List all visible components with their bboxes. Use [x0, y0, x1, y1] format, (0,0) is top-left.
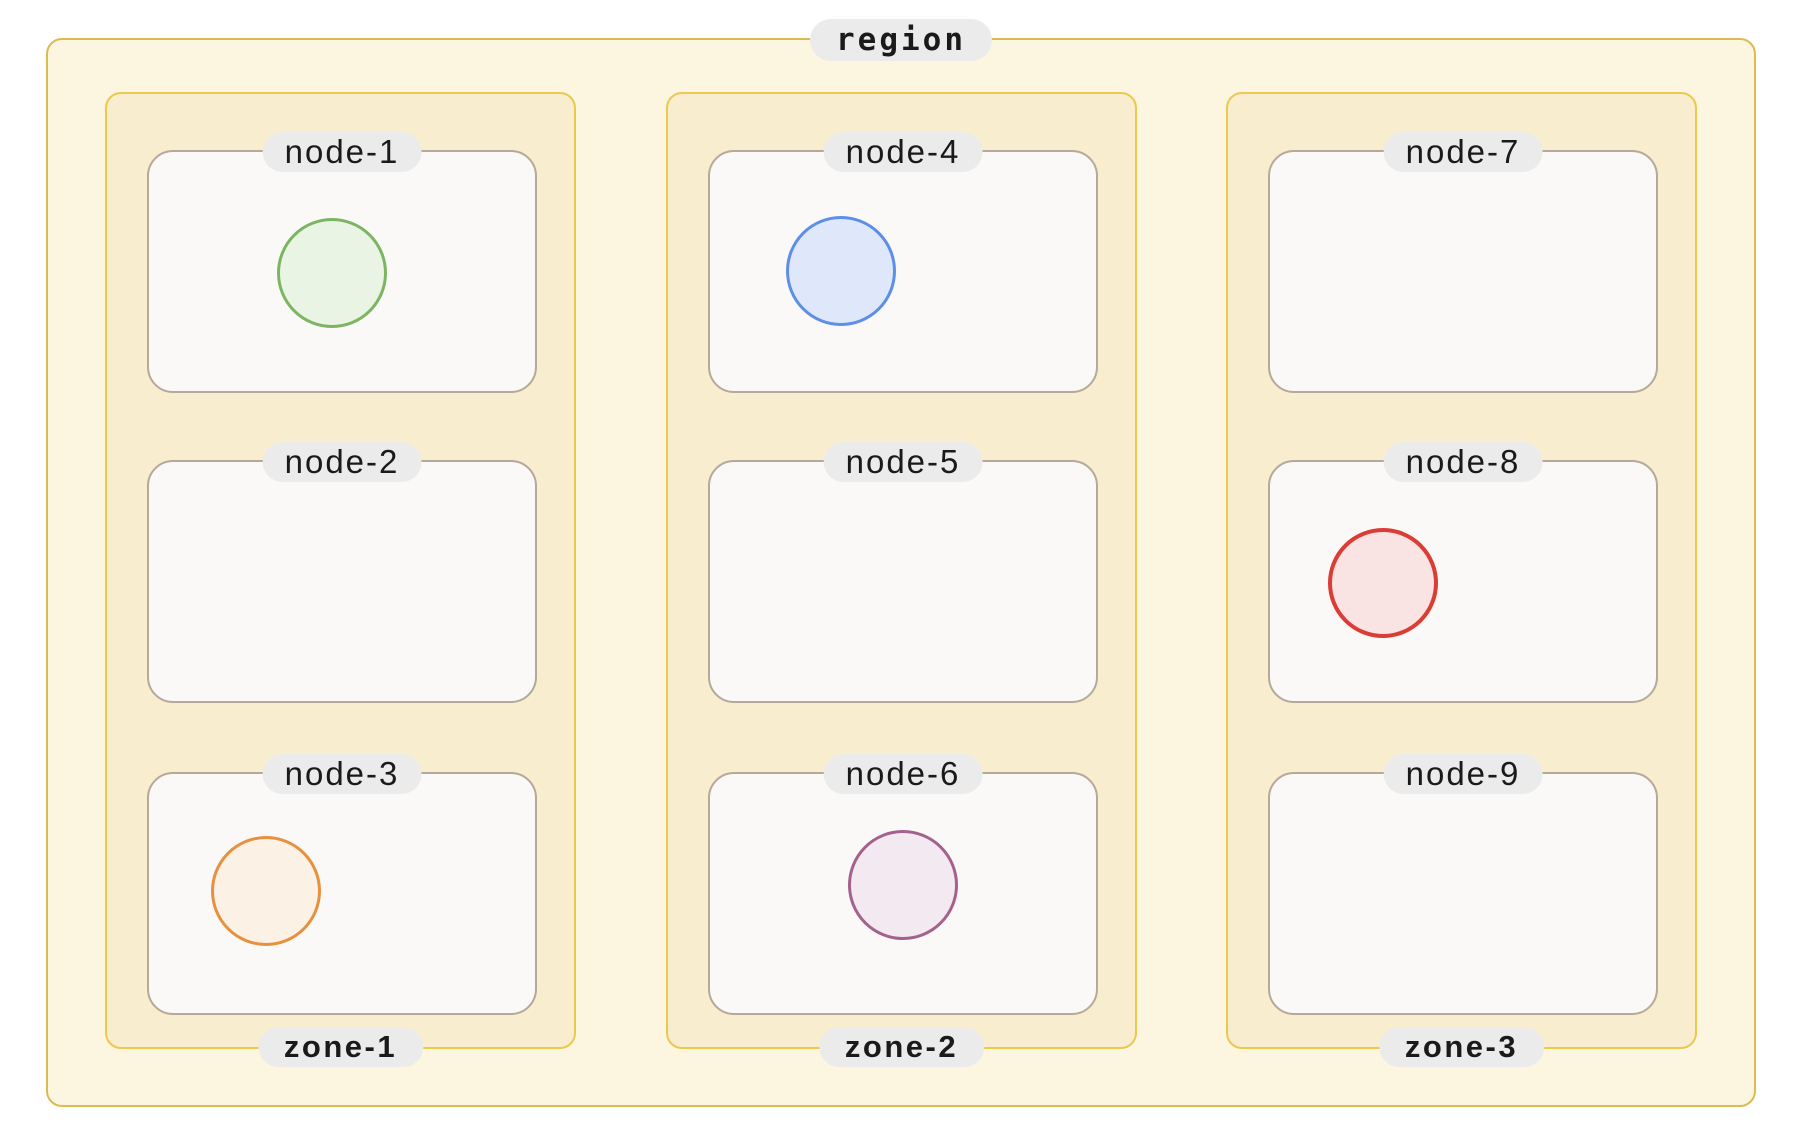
node-9-box: node-9: [1268, 754, 1658, 1015]
node-3-label: node-3: [262, 754, 422, 794]
region-label: region: [810, 19, 992, 61]
green-circle: [277, 218, 387, 328]
node-3-box: node-3: [147, 754, 537, 1015]
zone-1-label: zone-1: [257, 1027, 424, 1067]
node-2-box: node-2: [147, 442, 537, 703]
node-6-label: node-6: [823, 754, 983, 794]
node-7-label: node-7: [1383, 132, 1543, 172]
node-7-box: node-7: [1268, 132, 1658, 393]
node-9-label: node-9: [1383, 754, 1543, 794]
node-5-box: node-5: [708, 442, 1098, 703]
node-8-box: node-8: [1268, 442, 1658, 703]
node-1-box: node-1: [147, 132, 537, 393]
zone-2-label: zone-2: [818, 1027, 985, 1067]
node-4-label: node-4: [823, 132, 983, 172]
node-6-box: node-6: [708, 754, 1098, 1015]
node-4-box: node-4: [708, 132, 1098, 393]
node-2-label: node-2: [262, 442, 422, 482]
node-1-label: node-1: [262, 132, 422, 172]
blue-circle: [786, 216, 896, 326]
zone-3-label: zone-3: [1378, 1027, 1545, 1067]
orange-circle: [211, 836, 321, 946]
zone-2-container: node-4 node-5 node-6 zone-2: [666, 92, 1137, 1067]
zone-1-container: node-1 node-2 node-3 zone-1: [105, 92, 576, 1067]
red-circle: [1328, 528, 1438, 638]
zone-3-container: node-7 node-8 node-9 zone-3: [1226, 92, 1697, 1067]
plum-circle: [848, 830, 958, 940]
node-5-label: node-5: [823, 442, 983, 482]
region-container: region node-1 node-2 node-3 zone-1 node-…: [46, 19, 1756, 1107]
node-8-label: node-8: [1383, 442, 1543, 482]
